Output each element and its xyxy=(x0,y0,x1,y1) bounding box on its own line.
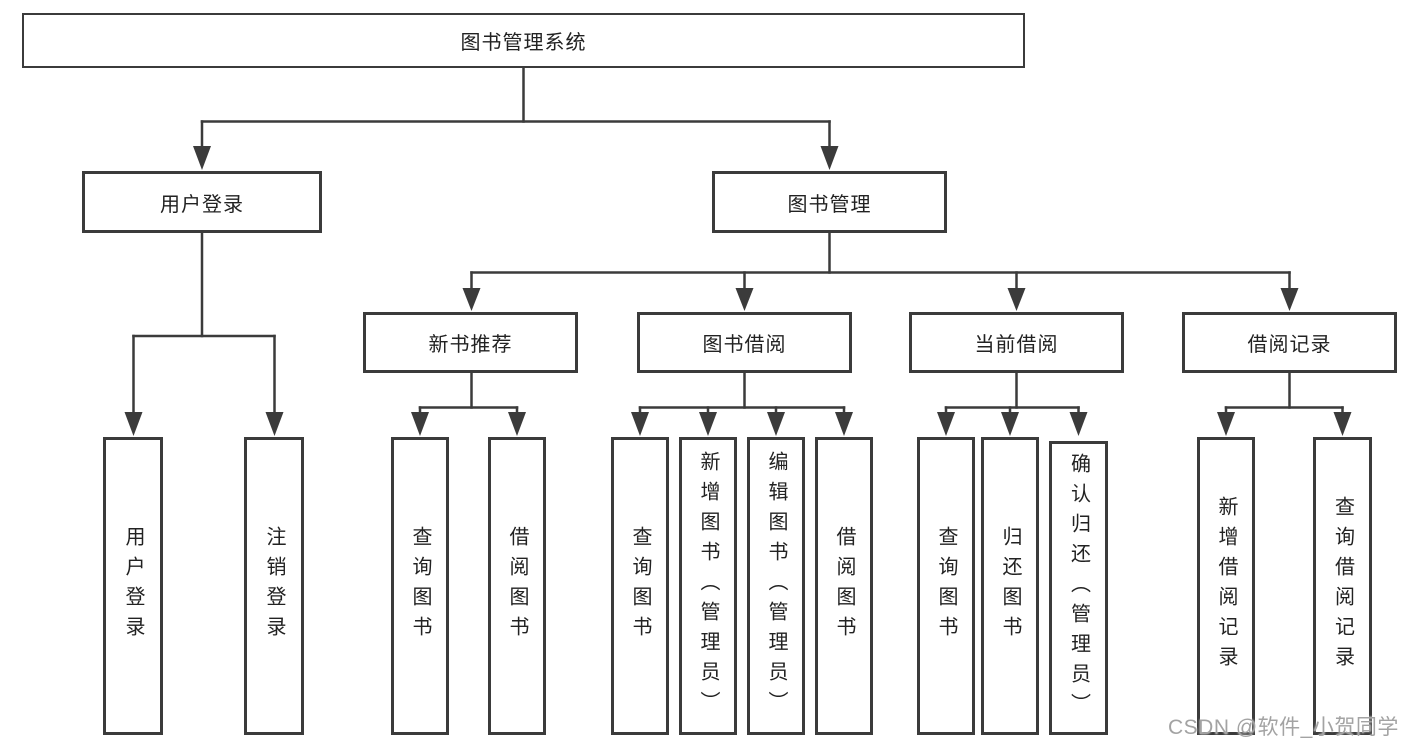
leaf-label: 用户登录 xyxy=(122,526,144,646)
leaf-borrow-book: 借阅图书 xyxy=(815,437,873,735)
node-book-borrow: 图书借阅 xyxy=(637,312,852,373)
node-label: 图书管理系统 xyxy=(460,32,587,54)
node-current-borrow: 当前借阅 xyxy=(909,312,1124,373)
csdn-watermark: CSDN @软件_小贺同学 xyxy=(1168,716,1399,739)
node-new-book-recommend: 新书推荐 xyxy=(363,312,578,373)
node-label: 新书推荐 xyxy=(428,334,513,356)
leaf-logout: 注销登录 xyxy=(244,437,304,735)
node-library-management-system: 图书管理系统 xyxy=(22,13,1025,68)
leaf-label: 新增图书（管理员） xyxy=(697,451,719,721)
leaf-label: 借阅图书 xyxy=(833,526,855,646)
node-borrow-records: 借阅记录 xyxy=(1182,312,1397,373)
leaf-label: 查询借阅记录 xyxy=(1331,496,1354,676)
leaf-query-book: 查询图书 xyxy=(611,437,669,735)
leaf-borrow-book: 借阅图书 xyxy=(488,437,546,735)
leaf-label: 查询图书 xyxy=(409,526,431,646)
leaf-user-login: 用户登录 xyxy=(103,437,163,735)
leaf-return-book: 归还图书 xyxy=(981,437,1039,735)
leaf-label: 注销登录 xyxy=(263,526,285,646)
leaf-label: 借阅图书 xyxy=(506,526,528,646)
leaf-label: 查询图书 xyxy=(935,526,957,646)
node-user-login: 用户登录 xyxy=(82,171,322,233)
leaf-label: 归还图书 xyxy=(999,526,1021,646)
leaf-confirm-return-admin: 确认归还（管理员） xyxy=(1049,441,1108,735)
node-label: 借阅记录 xyxy=(1247,334,1332,356)
leaf-label: 确认归还（管理员） xyxy=(1067,453,1090,723)
leaf-label: 新增借阅记录 xyxy=(1215,496,1237,676)
leaf-label: 查询图书 xyxy=(629,526,651,646)
leaf-query-borrow-record: 查询借阅记录 xyxy=(1313,437,1372,735)
leaf-query-book: 查询图书 xyxy=(391,437,449,735)
leaf-query-book: 查询图书 xyxy=(917,437,975,735)
node-label: 图书借阅 xyxy=(702,334,787,356)
node-label: 图书管理 xyxy=(787,193,872,216)
leaf-edit-book-admin: 编辑图书（管理员） xyxy=(747,437,805,735)
leaf-add-book-admin: 新增图书（管理员） xyxy=(679,437,737,735)
leaf-label: 编辑图书（管理员） xyxy=(765,451,787,721)
node-book-management: 图书管理 xyxy=(712,171,947,233)
node-label: 用户登录 xyxy=(160,193,244,216)
leaf-add-borrow-record: 新增借阅记录 xyxy=(1197,437,1255,735)
node-label: 当前借阅 xyxy=(974,334,1059,356)
